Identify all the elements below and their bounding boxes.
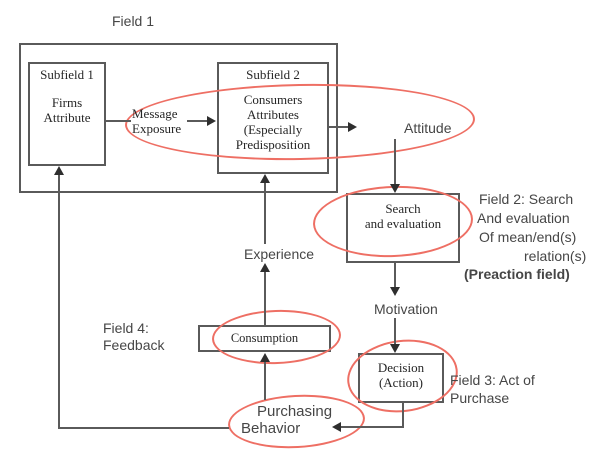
- field3-label-line2: Purchase: [450, 390, 510, 406]
- field2-label-line2: And evaluation: [477, 210, 570, 226]
- consumption-to-experience-arrowhead: [260, 263, 270, 272]
- motivation-label: Motivation: [374, 301, 438, 317]
- experience-to-subfield2-arrowhead: [260, 174, 270, 183]
- subfield2-body-line3: (Especially: [243, 122, 303, 137]
- feedback-bottom-line: [58, 427, 229, 429]
- subfield2-to-attitude-arrowhead: [348, 122, 357, 132]
- search-evaluation-box: [346, 193, 460, 263]
- field3-label-line1: Field 3: Act of: [450, 372, 535, 388]
- search-to-motivation-line: [394, 262, 396, 288]
- field2-label-line1: Field 2: Search: [479, 191, 574, 207]
- purchasing-to-consumption-line: [264, 362, 266, 400]
- decision-box-text-line2: (Action): [378, 375, 424, 390]
- attitude-to-search-arrowhead: [390, 184, 400, 193]
- feedback-to-subfield1-arrowhead: [54, 166, 64, 175]
- search-to-motivation-arrowhead: [390, 287, 400, 296]
- subfield1-body-line1: Firms: [51, 95, 83, 110]
- subfield1-body-line2: Attribute: [43, 110, 91, 125]
- decision-exit-line: [402, 402, 404, 428]
- consumption-box: [198, 325, 331, 352]
- decision-to-purchasing-line: [341, 426, 404, 428]
- field1-outer-box: [19, 43, 338, 193]
- search-box-text-line1: Search: [385, 201, 421, 216]
- field2-label-line3: Of mean/end(s): [479, 229, 577, 245]
- subfield2-body-line2: Attributes: [247, 107, 299, 122]
- subfield1-to-message-line: [106, 120, 131, 122]
- decision-to-purchasing-arrowhead: [332, 422, 341, 432]
- field2-label-line5: (Preaction field): [464, 266, 570, 282]
- message-to-subfield2-line: [187, 120, 208, 122]
- message-exposure-label-line2: Exposure: [132, 121, 182, 136]
- consumption-box-text: Consumption: [230, 331, 299, 345]
- field1-label: Field 1: [112, 13, 155, 29]
- purchasing-to-consumption-arrowhead: [260, 353, 270, 362]
- message-to-subfield2-arrowhead: [207, 116, 216, 126]
- subfield1-title: Subfield 1: [40, 67, 94, 82]
- feedback-left-line: [58, 175, 60, 429]
- motivation-to-decision-arrowhead: [390, 344, 400, 353]
- subfield2-box: [217, 62, 329, 174]
- motivation-to-decision-line: [394, 318, 396, 345]
- field2-label-line4: relation(s): [524, 248, 587, 264]
- subfield2-title: Subfield 2: [246, 67, 300, 82]
- experience-to-subfield2-line: [264, 182, 266, 244]
- subfield2-to-attitude-line: [328, 126, 348, 128]
- consumption-to-experience-line: [264, 272, 266, 325]
- subfield1-box: [28, 62, 106, 166]
- field4-label-line1: Field 4:: [103, 320, 149, 336]
- subfield2-body-line1: Consumers: [243, 92, 303, 107]
- purchasing-label-line2: Behavior: [241, 420, 301, 437]
- experience-label: Experience: [244, 246, 315, 262]
- attitude-to-search-line: [394, 139, 396, 185]
- subfield2-body-line4: Predisposition: [235, 137, 311, 152]
- purchasing-label-line1: Purchasing: [257, 403, 333, 420]
- attitude-label: Attitude: [404, 120, 452, 136]
- decision-box: [358, 353, 444, 403]
- message-exposure-label-line1: Message: [132, 106, 178, 121]
- field4-label-line2: Feedback: [103, 337, 165, 353]
- search-box-text-line2: and evaluation: [364, 216, 442, 231]
- decision-box-text-line1: Decision: [377, 360, 425, 375]
